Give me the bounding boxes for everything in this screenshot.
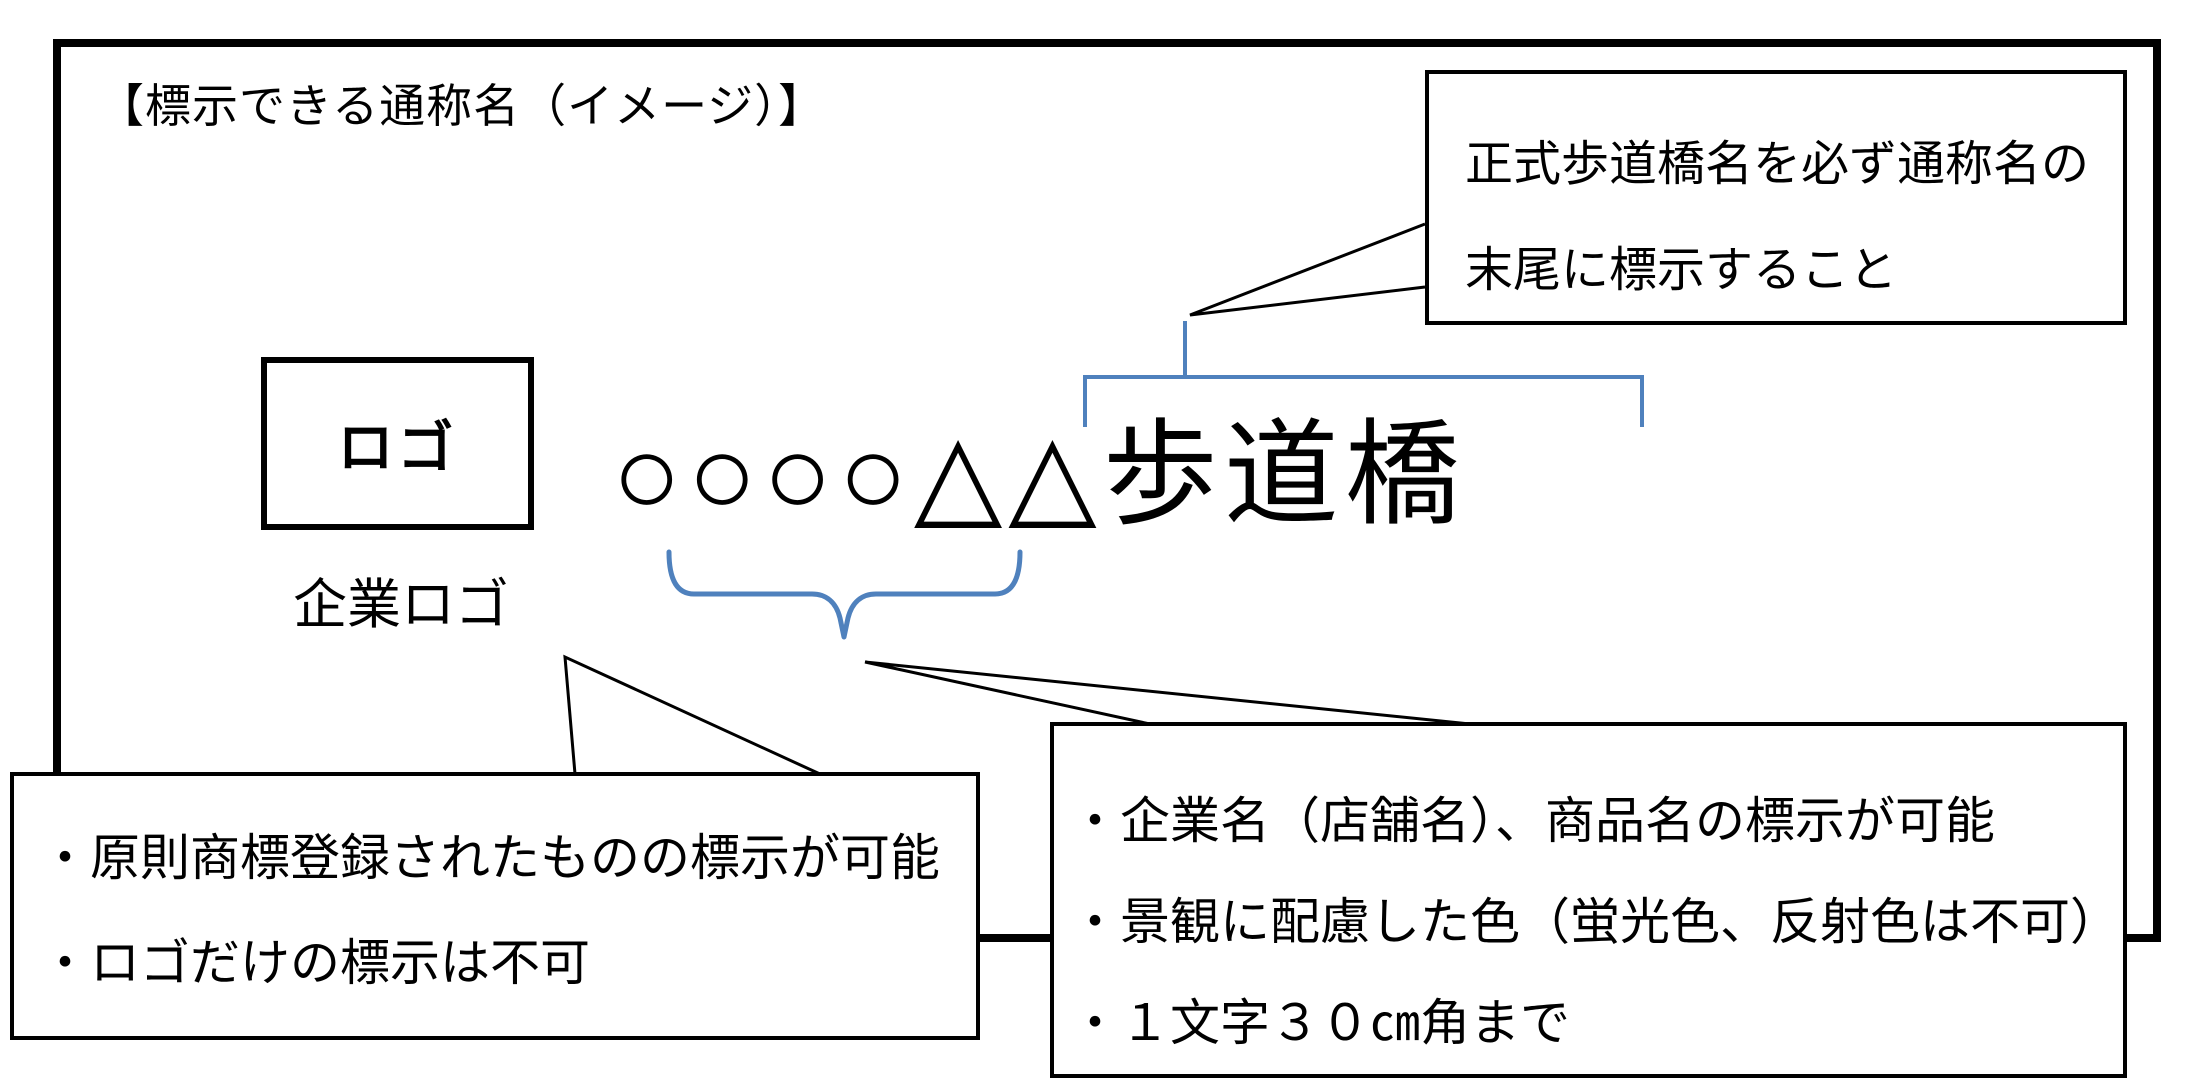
callout-top-right: 正式歩道橋名を必ず通称名の 末尾に標示すること <box>1425 70 2127 325</box>
callout-bottom-right-tail <box>864 660 1471 726</box>
callout-top-right-tail <box>1189 222 1426 317</box>
callout-bottom-right-line-1: ・企業名（店舗名）、商品名の標示が可能 <box>1070 793 1995 849</box>
company-name-brace <box>666 549 1023 640</box>
bridge-sign-text: ○○○○△△歩道橋 <box>612 411 1466 539</box>
callout-bottom-left: ・原則商標登録されたものの標示が可能 ・ロゴだけの標示は不可 <box>10 772 980 1040</box>
callout-bottom-left-line-2: ・ロゴだけの標示は不可 <box>40 935 590 991</box>
callout-bottom-left-tail <box>563 654 821 776</box>
callout-top-right-line-2: 末尾に標示すること <box>1465 244 1898 297</box>
callout-bottom-right-line-2: ・景観に配慮した色（蛍光色、反射色は不可） <box>1070 894 2120 950</box>
logo-caption: 企業ロゴ <box>293 575 509 635</box>
logo-box: ロゴ <box>261 357 534 530</box>
diagram-title: 【標示できる通称名（イメージ）】 <box>98 80 826 132</box>
callout-top-right-line-1: 正式歩道橋名を必ず通称名の <box>1465 138 2090 191</box>
official-name-bracket <box>1083 375 1644 427</box>
logo-box-text: ロゴ <box>337 416 458 479</box>
callout-bottom-left-line-1: ・原則商標登録されたものの標示が可能 <box>40 830 940 886</box>
callout-bottom-right-line-3: ・１文字３０㎝角まで <box>1070 995 1570 1051</box>
callout-bottom-right: ・企業名（店舗名）、商品名の標示が可能 ・景観に配慮した色（蛍光色、反射色は不可… <box>1050 722 2127 1078</box>
